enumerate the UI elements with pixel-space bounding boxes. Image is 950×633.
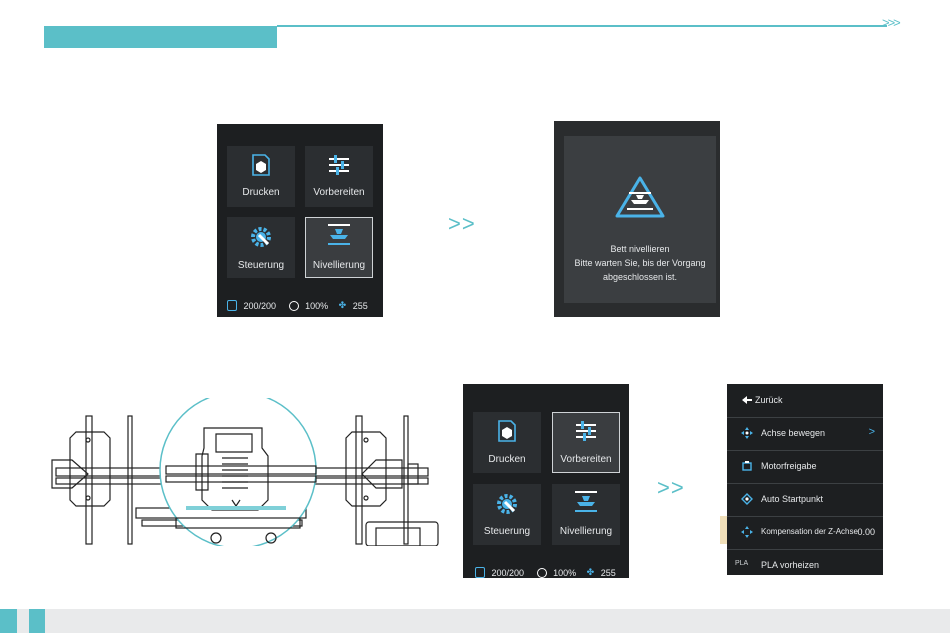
sliders-icon: [576, 421, 596, 441]
speed-value: 100%: [305, 300, 329, 311]
menu-item-auto-startpunkt[interactable]: Auto Startpunkt: [727, 483, 883, 517]
chevron-right-icon: >: [868, 426, 875, 438]
menu-item-zurueck[interactable]: Zurück: [727, 384, 883, 418]
fan-value: 255: [352, 300, 368, 311]
section-header-bar: [44, 26, 277, 48]
prepare-menu-screen: Zurück Achse bewegen > Motorfreigabe Aut…: [727, 384, 883, 575]
menu-item-label: Motorfreigabe: [761, 461, 817, 471]
tile-drucken[interactable]: Drucken: [473, 412, 541, 473]
footer-accent-2: [29, 609, 45, 633]
sliders-icon: [329, 155, 349, 175]
leveling-line-2: Bitte warten Sie, bis der Vorgang: [574, 258, 706, 268]
level-icon: [575, 491, 597, 512]
printer-illustration: [51, 398, 439, 546]
tile-drucken[interactable]: Drucken: [227, 146, 295, 207]
nozzle-icon: [227, 300, 237, 312]
leveling-message: Bett nivellieren Bitte warten Sie, bis d…: [564, 242, 716, 284]
motor-icon: [742, 461, 752, 471]
leveling-line-1: Bett nivellieren: [610, 244, 670, 254]
home-icon: [741, 493, 753, 505]
tile-label: Steuerung: [483, 526, 531, 537]
tile-vorbereiten[interactable]: Vorbereiten: [552, 412, 620, 473]
arrow-next-1: >>: [448, 211, 476, 236]
header-chevrons: >>>: [882, 15, 901, 30]
leveling-screen: Bett nivellieren Bitte warten Sie, bis d…: [554, 121, 720, 317]
menu-item-z-offset[interactable]: Kompensation der Z-Achse 0.00: [727, 516, 883, 550]
tile-label: Vorbereiten: [560, 454, 612, 465]
tile-label: Steuerung: [237, 260, 285, 271]
gear-wrench-icon: [497, 494, 517, 514]
speed-icon: [536, 567, 547, 578]
nozzle-icon: [475, 567, 485, 578]
menu-item-label: Achse bewegen: [761, 428, 826, 438]
z-offset-value: 0.00: [857, 527, 875, 537]
fan-icon: ✤: [338, 300, 347, 311]
status-bar: 200/200 100% ✤ 255: [227, 300, 383, 312]
menu-item-label: Kompensation der Z-Achse: [761, 527, 858, 536]
gear-wrench-icon: [251, 227, 271, 247]
temperature-value: 200/200: [243, 300, 277, 311]
menu-item-label: Auto Startpunkt: [761, 494, 824, 504]
speed-icon: [288, 300, 299, 311]
back-icon: [742, 396, 752, 404]
move-axis-icon: [741, 427, 753, 439]
arrow-next-2: >>: [657, 475, 685, 500]
temperature-value: 200/200: [491, 567, 525, 578]
main-menu-screen-2: Drucken Vorbereiten Steuerung Nivellieru…: [463, 384, 629, 578]
menu-item-label: Zurück: [755, 395, 783, 405]
tile-steuerung[interactable]: Steuerung: [473, 484, 541, 545]
z-offset-icon: [741, 526, 753, 538]
status-bar: 200/200 100% ✤ 255: [475, 567, 629, 578]
tile-nivellierung[interactable]: Nivellierung: [552, 484, 620, 545]
tile-steuerung[interactable]: Steuerung: [227, 217, 295, 278]
print-file-icon: [498, 420, 516, 442]
tile-label: Nivellierung: [559, 526, 613, 537]
tile-label: Drucken: [488, 454, 526, 465]
tile-label: Vorbereiten: [313, 187, 365, 198]
footer-accent-1: [0, 609, 17, 633]
tile-label: Drucken: [242, 187, 280, 198]
level-icon: [328, 224, 350, 245]
tile-label: Nivellierung: [312, 260, 366, 271]
leveling-panel: Bett nivellieren Bitte warten Sie, bis d…: [564, 136, 716, 303]
tile-vorbereiten[interactable]: Vorbereiten: [305, 146, 373, 207]
pla-icon: PLA: [735, 560, 749, 567]
print-file-icon: [252, 154, 270, 176]
menu-item-label: PLA vorheizen: [761, 560, 820, 570]
footer-bar: [0, 609, 950, 633]
fan-value: 255: [600, 567, 616, 578]
section-header-line: [277, 25, 887, 27]
main-menu-screen: Drucken Vorbereiten Steuerung Nivellieru…: [217, 124, 383, 317]
menu-item-pla-vorheizen[interactable]: PLA PLA vorheizen: [727, 549, 883, 575]
leveling-warning-icon: [615, 176, 665, 218]
menu-item-achse-bewegen[interactable]: Achse bewegen >: [727, 417, 883, 451]
menu-indicator-tab: [720, 516, 727, 544]
leveling-line-3: abgeschlossen ist.: [602, 272, 678, 282]
fan-icon: ✤: [586, 567, 595, 578]
tile-nivellierung[interactable]: Nivellierung: [305, 217, 373, 278]
speed-value: 100%: [553, 567, 577, 578]
menu-item-motorfreigabe[interactable]: Motorfreigabe: [727, 450, 883, 484]
